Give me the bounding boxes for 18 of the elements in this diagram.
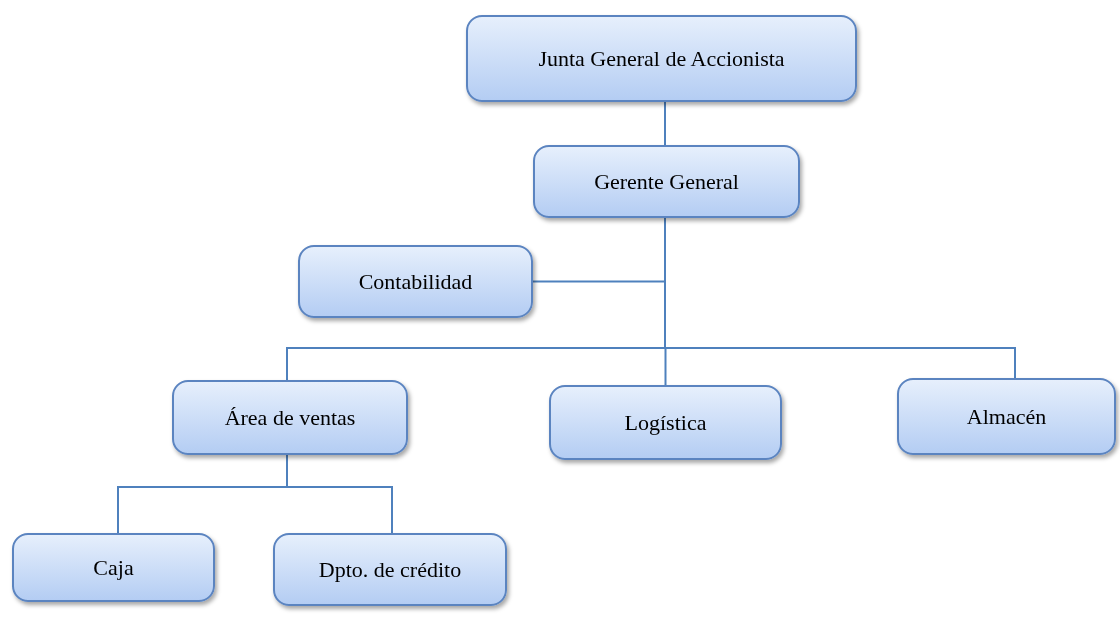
connector-line [664,101,666,146]
box-label: Logística [623,408,708,437]
connector-line [286,454,393,534]
box-label: Almacén [965,402,1048,431]
box-label: Contabilidad [357,267,474,296]
org-box [897,378,1116,455]
box-label: Gerente General [593,167,740,196]
org-box [273,533,507,606]
org-box [12,533,215,602]
box-label: Junta General de Accionista [537,44,786,73]
org-box [172,380,408,455]
org-box [549,385,782,460]
org-box [466,15,857,102]
box-label: Dpto. de crédito [317,555,463,584]
box-label: Área de ventas [223,403,357,432]
box-label: Caja [92,553,135,582]
org-box [533,145,800,218]
org-box [298,245,533,318]
